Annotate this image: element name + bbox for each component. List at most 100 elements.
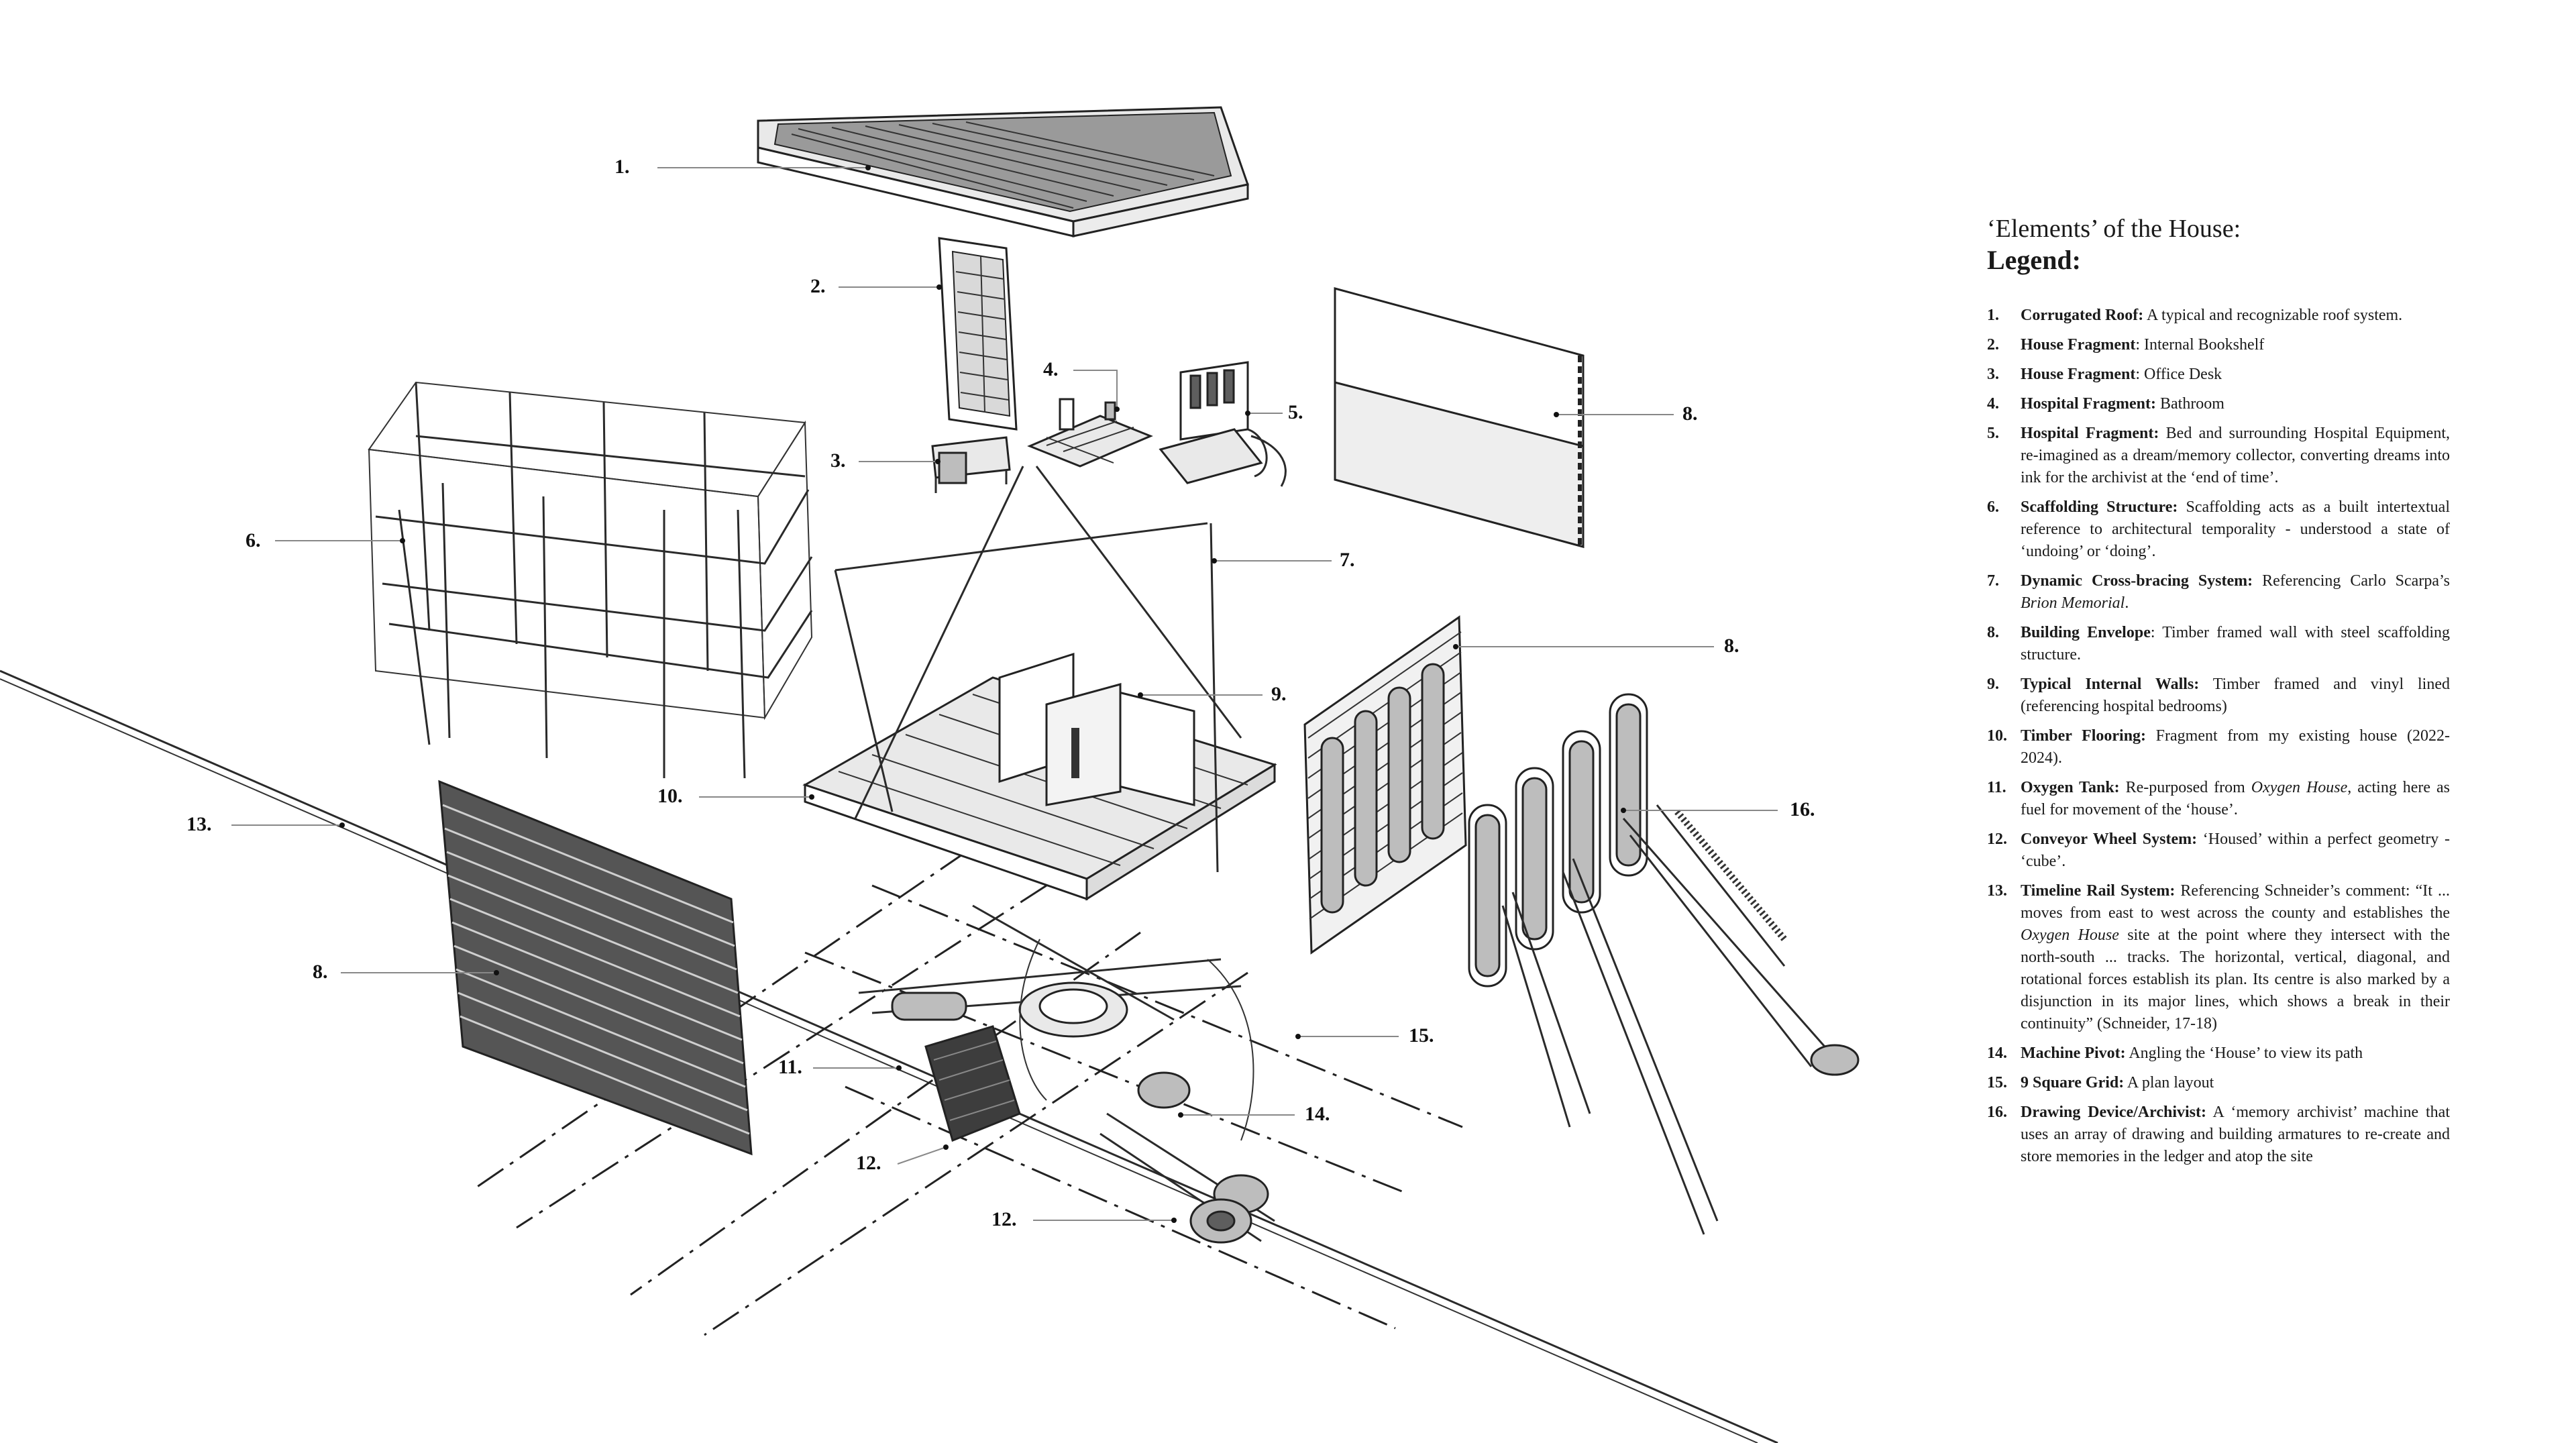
- callout-number: 1.: [614, 156, 630, 178]
- office-desk: [931, 436, 1011, 493]
- legend-item: 8.Building Envelope: Timber framed wall …: [1987, 622, 2450, 666]
- legend-item-text: Corrugated Roof: A typical and recogniza…: [2021, 305, 2450, 327]
- callout-14: 14.: [1178, 1103, 1330, 1125]
- callout-number: 4.: [1043, 358, 1059, 380]
- building-envelope-upper: [1334, 287, 1585, 548]
- legend-item-desc: : Office Desk: [2135, 366, 2222, 383]
- legend-item-name: Oxygen Tank:: [2021, 779, 2120, 796]
- legend-item-number: 14.: [1987, 1045, 2007, 1062]
- conveyor-machine: [858, 904, 1275, 1244]
- legend-item-name: 9 Square Grid:: [2021, 1074, 2125, 1091]
- legend-item: 4. Hospital Fragment: Bathroom: [1987, 393, 2450, 415]
- legend-item-name: House Fragment: [2021, 366, 2136, 383]
- callout-12-upper: 12.: [856, 1144, 949, 1174]
- legend-item-italic: Brion Memorial: [2021, 594, 2125, 612]
- legend-item-desc: Timber framed and vinyl lined (referenci…: [2021, 676, 2450, 715]
- legend-item-text: Machine Pivot: Angling the ‘House’ to vi…: [2021, 1043, 2450, 1065]
- legend-item-name: Machine Pivot:: [2021, 1045, 2126, 1062]
- legend-item-text: House Fragment: Internal Bookshelf: [2021, 334, 2450, 356]
- legend-item-text: Timeline Rail System: Referencing Schnei…: [2021, 880, 2450, 1035]
- callout-number: 16.: [1790, 798, 1815, 820]
- building-envelope-lower: [438, 780, 753, 1156]
- callout-8-upper: 8.: [1554, 403, 1698, 425]
- callout-9: 9.: [1138, 683, 1287, 705]
- legend-item: 9.Typical Internal Walls: Timber framed …: [1987, 674, 2450, 718]
- legend-item-desc-end: .: [2125, 594, 2129, 612]
- callout-13: 13.: [186, 813, 345, 835]
- legend-item-desc: Angling the ‘House’ to view its path: [2125, 1045, 2363, 1062]
- legend-item: 14. Machine Pivot: Angling the ‘House’ to…: [1987, 1043, 2450, 1065]
- legend-item-desc: A plan layout: [2124, 1074, 2214, 1091]
- corrugated-roof: [757, 106, 1249, 237]
- legend-item-desc: Fragment from my existing house (2022-20…: [2021, 727, 2450, 767]
- legend-item-name: House Fragment: [2021, 336, 2136, 354]
- legend-item-desc-end: site at the point where they intersect w…: [2021, 926, 2450, 1032]
- legend-item-number: 10.: [1987, 727, 2007, 745]
- legend-item: 1.Corrugated Roof: A typical and recogni…: [1987, 305, 2450, 327]
- cross-bracing-system: [834, 466, 1242, 873]
- legend-item-desc: Referencing Schneider’s comment: “It ...…: [2021, 882, 2450, 922]
- callout-6: 6.: [246, 529, 405, 551]
- callout-number: 2.: [810, 275, 826, 297]
- callout-10: 10.: [657, 785, 814, 807]
- legend-item-desc: ‘Housed’ within a perfect geometry - ‘cu…: [2021, 831, 2450, 870]
- legend-item-text: Drawing Device/Archivist: A ‘memory arch…: [2021, 1102, 2450, 1168]
- legend-item-desc: : Internal Bookshelf: [2135, 336, 2265, 354]
- bookshelf: [938, 237, 1018, 431]
- legend-item: 2. House Fragment: Internal Bookshelf: [1987, 334, 2450, 356]
- callout-7: 7.: [1212, 549, 1355, 571]
- legend-item-name: Scaffolding Structure:: [2021, 498, 2178, 516]
- legend-item-desc: : Timber framed wall with steel scaffold…: [2021, 624, 2450, 663]
- callout-number: 8.: [1724, 635, 1739, 657]
- legend-item: 5. Hospital Fragment: Bed and surrounding…: [1987, 423, 2450, 489]
- legend-item-desc: A typical and recognizable roof system.: [2143, 307, 2403, 324]
- legend-item-number: 6.: [1987, 498, 1999, 516]
- legend-item-name: Typical Internal Walls:: [2021, 676, 2200, 693]
- building-envelope-middle: [1303, 615, 1467, 955]
- legend-item-number: 5.: [1987, 425, 1999, 442]
- legend-item-desc: Referencing Carlo Scarpa’s: [2253, 572, 2450, 590]
- legend-item-text: Dynamic Cross-bracing System: Referencin…: [2021, 570, 2450, 614]
- callout-number: 14.: [1305, 1103, 1330, 1125]
- callout-number: 12.: [856, 1152, 881, 1174]
- legend-item-text: Hospital Fragment: Bathroom: [2021, 393, 2450, 415]
- legend-item-name: Timeline Rail System:: [2021, 882, 2176, 900]
- legend-item-text: Hospital Fragment: Bed and surrounding H…: [2021, 423, 2450, 489]
- callout-15: 15.: [1295, 1024, 1434, 1047]
- callout-number: 15.: [1409, 1024, 1434, 1047]
- legend-item-text: Building Envelope: Timber framed wall wi…: [2021, 622, 2450, 666]
- timeline-rail: [0, 670, 1778, 1443]
- callout-5: 5.: [1245, 401, 1303, 423]
- legend-item-number: 13.: [1987, 882, 2007, 900]
- legend-item-text: Conveyor Wheel System: ‘Housed’ within a…: [2021, 829, 2450, 873]
- legend-item-number: 4.: [1987, 395, 1999, 413]
- legend-item-desc: Re-purposed from: [2119, 779, 2251, 796]
- legend-item-number: 11.: [1987, 779, 2006, 796]
- internal-walls: [998, 652, 1195, 806]
- timber-floor-platform: [802, 676, 1277, 901]
- legend-item-desc: Bathroom: [2155, 395, 2224, 413]
- legend-item: 15.9 Square Grid: A plan layout: [1987, 1072, 2450, 1094]
- callout-number: 8.: [1682, 403, 1698, 425]
- legend-item-number: 16.: [1987, 1104, 2007, 1121]
- callout-number: 7.: [1340, 549, 1355, 571]
- callout-number: 3.: [830, 449, 846, 472]
- callout-number: 8.: [313, 961, 328, 983]
- legend-item-name: Timber Flooring:: [2021, 727, 2147, 745]
- legend-panel: ‘Elements’ of the House: Legend: 1.Corru…: [1987, 213, 2450, 1175]
- legend-item-number: 2.: [1987, 336, 1999, 354]
- callout-1: 1.: [614, 156, 871, 178]
- legend-title: Legend:: [1987, 245, 2081, 275]
- legend-item: 11.Oxygen Tank: Re-purposed from Oxygen …: [1987, 777, 2450, 821]
- legend-item-text: Scaffolding Structure: Scaffolding acts …: [2021, 496, 2450, 563]
- callout-number: 5.: [1288, 401, 1303, 423]
- legend-item-number: 3.: [1987, 366, 1999, 383]
- callout-number: 9.: [1271, 683, 1287, 705]
- legend-item-desc-end: , acting here as fuel for movement of th…: [2021, 779, 2450, 818]
- legend-item-name: Dynamic Cross-bracing System:: [2021, 572, 2253, 590]
- legend-heading: ‘Elements’ of the House:: [1987, 215, 2241, 243]
- legend-item-desc: Scaffolding acts as a built intertextual…: [2021, 498, 2450, 560]
- legend-item-name: Conveyor Wheel System:: [2021, 831, 2198, 848]
- legend-list: 1.Corrugated Roof: A typical and recogni…: [1987, 305, 2450, 1168]
